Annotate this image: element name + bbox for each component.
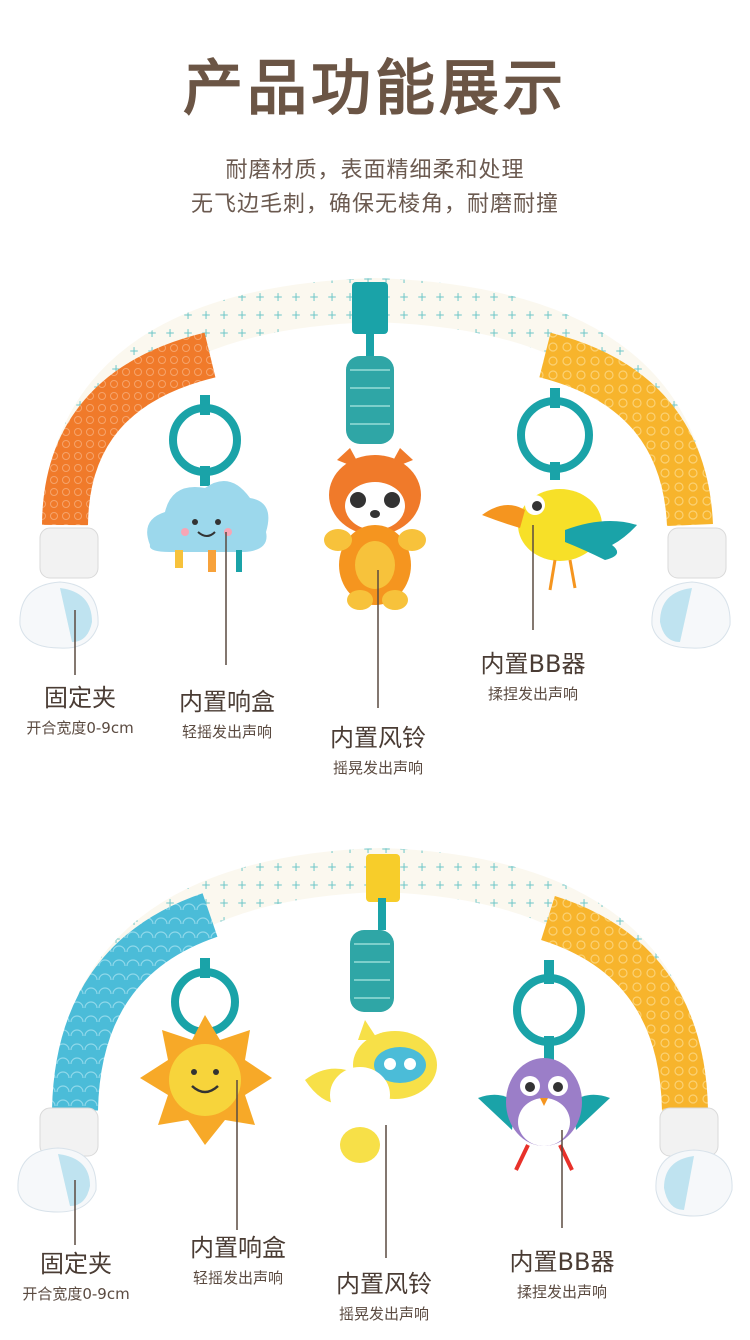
label-clip-2: 固定夹 开合宽度0-9cm [22,1250,130,1303]
page-title: 产品功能展示 [183,54,567,124]
label-sound-box-2: 内置响盒 轻摇发出声响 [190,1234,286,1287]
owl-toy [478,1058,610,1171]
sun-toy [140,1015,272,1145]
label-wind-chime-2: 内置风铃 摇晃发出声响 [336,1270,432,1323]
bird-toy [482,489,637,591]
clip-left-2 [17,1107,99,1213]
stroller-arch-illustration-1: + [19,277,731,708]
label-clip-1: 固定夹 开合宽度0-9cm [26,684,134,737]
subtitle-line-1: 耐磨材质，表面精细柔和处理 [225,158,525,183]
clip-right-1 [651,527,731,649]
label-wind-chime-1: 内置风铃 摇晃发出声响 [330,724,426,777]
product-scene-1: + [0,270,750,790]
stroller-arch-illustration-2: + [17,847,733,1258]
label-squeaker-2: 内置BB器 揉捏发出声响 [509,1248,615,1301]
product-scene-2: + [0,840,750,1330]
cloud-toy [147,480,269,572]
fox-toy [324,448,426,610]
clip-left-1 [19,527,99,649]
clip-right-2 [655,1107,733,1217]
yellow-plush-toy [305,1020,437,1163]
subtitle-line-2: 无飞边毛刺，确保无棱角，耐磨耐撞 [190,192,559,217]
label-sound-box-1: 内置响盒 轻摇发出声响 [179,688,275,741]
label-squeaker-1: 内置BB器 揉捏发出声响 [480,650,586,703]
